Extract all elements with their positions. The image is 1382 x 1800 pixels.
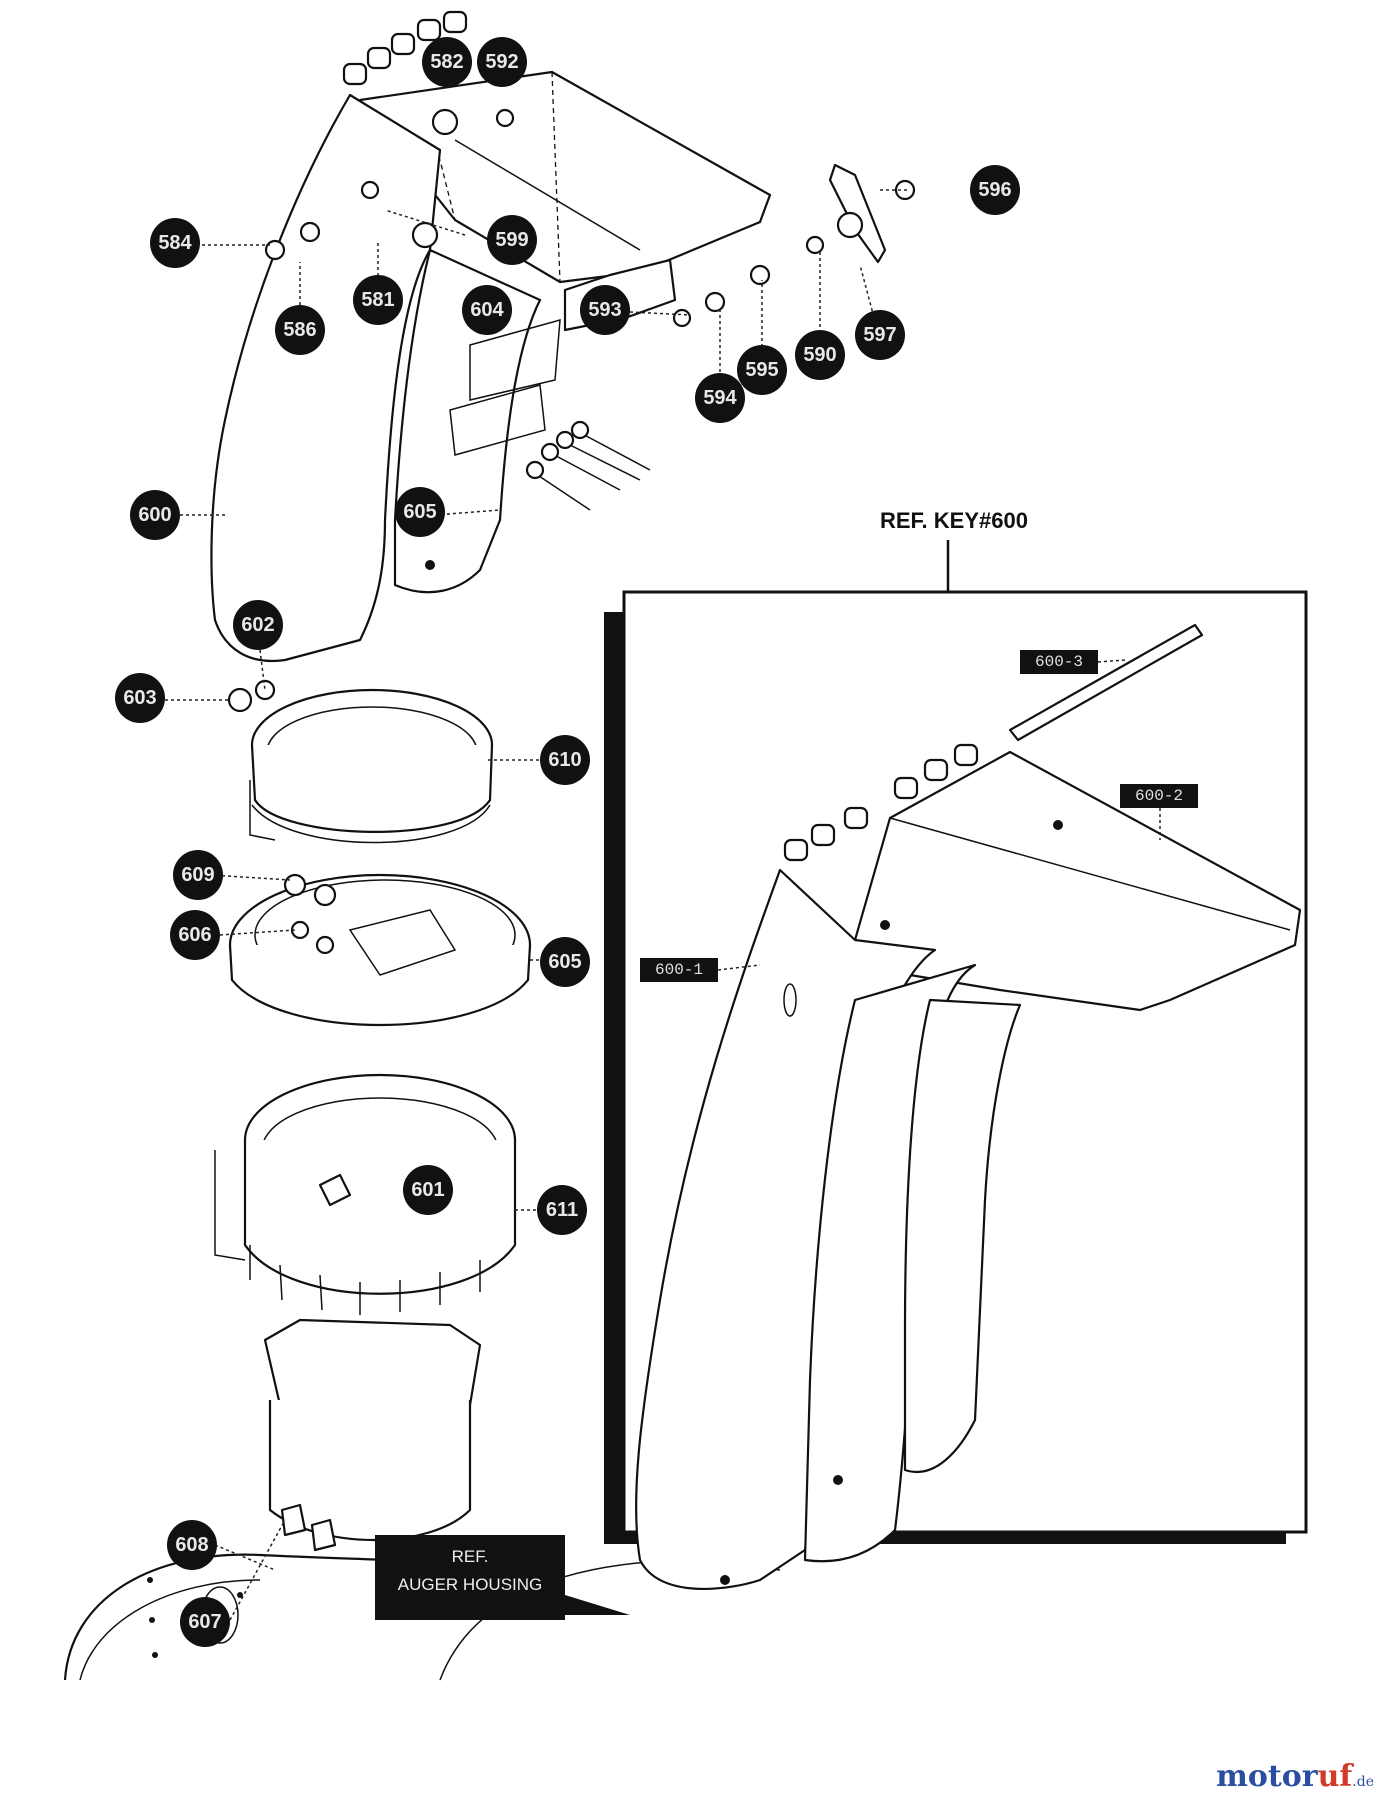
svg-text:604: 604 <box>470 299 504 321</box>
callout-611: 611 <box>537 1185 587 1235</box>
chute-deflector <box>342 10 772 332</box>
callout-596: 596 <box>970 165 1020 215</box>
svg-text:595: 595 <box>745 359 778 381</box>
svg-text:600: 600 <box>138 504 171 526</box>
svg-text:606: 606 <box>178 924 211 946</box>
svg-text:599: 599 <box>495 229 528 251</box>
callout-590: 590 <box>795 330 845 380</box>
callout-600: 600 <box>130 490 180 540</box>
callout-604: 604 <box>462 285 512 335</box>
callout-606: 606 <box>170 910 220 960</box>
svg-text:581: 581 <box>361 289 394 311</box>
tag-600-1: 600-1 <box>640 958 718 982</box>
svg-text:592: 592 <box>485 51 518 73</box>
svg-text:586: 586 <box>283 319 316 341</box>
svg-text:593: 593 <box>588 299 621 321</box>
svg-text:AUGER HOUSING: AUGER HOUSING <box>398 1575 543 1594</box>
hinge-rollers <box>342 10 468 86</box>
callout-599: 599 <box>487 215 537 265</box>
svg-text:594: 594 <box>703 387 737 409</box>
callout-586: 586 <box>275 305 325 355</box>
svg-text:609: 609 <box>181 864 214 886</box>
callout-608: 608 <box>167 1520 217 1570</box>
inset-panel: REF. KEY#600 600-3 600 <box>604 508 1308 1591</box>
svg-text:608: 608 <box>175 1534 208 1556</box>
svg-text:605: 605 <box>548 951 581 973</box>
svg-text:582: 582 <box>430 51 463 73</box>
svg-text:601: 601 <box>411 1179 444 1201</box>
auger-housing-ref: REF. AUGER HOUSING <box>375 1535 630 1620</box>
svg-text:597: 597 <box>863 324 896 346</box>
callout-601: 601 <box>403 1165 453 1215</box>
svg-text:607: 607 <box>188 1611 221 1633</box>
tag-600-3: 600-3 <box>1020 650 1098 674</box>
callout-595: 595 <box>737 345 787 395</box>
callout-592: 592 <box>477 37 527 87</box>
callout-594: 594 <box>695 373 745 423</box>
callout-609: 609 <box>173 850 223 900</box>
callout-610: 610 <box>540 735 590 785</box>
svg-text:600-3: 600-3 <box>1035 653 1083 671</box>
callout-581: 581 <box>353 275 403 325</box>
svg-text:602: 602 <box>241 614 274 636</box>
svg-text:600-2: 600-2 <box>1135 787 1183 805</box>
callout-593: 593 <box>580 285 630 335</box>
svg-text:REF.: REF. <box>452 1547 489 1566</box>
svg-text:611: 611 <box>546 1199 578 1221</box>
svg-text:600-1: 600-1 <box>655 961 703 979</box>
svg-text:603: 603 <box>123 687 156 709</box>
svg-text:610: 610 <box>548 749 581 771</box>
svg-text:584: 584 <box>158 232 192 254</box>
callout-603: 603 <box>115 673 165 723</box>
ring-605 <box>228 873 532 1026</box>
tag-600-2: 600-2 <box>1120 784 1198 808</box>
callout-582: 582 <box>422 37 472 87</box>
pins <box>525 420 651 511</box>
watermark-logo: motoruf.de <box>1216 1759 1374 1794</box>
ring-611 <box>214 1073 517 1315</box>
callout-607: 607 <box>180 1597 230 1647</box>
callout-605-pins: 605 <box>395 487 445 537</box>
svg-text:605: 605 <box>403 501 436 523</box>
ring-610 <box>249 688 494 844</box>
callout-584: 584 <box>150 218 200 268</box>
callout-602: 602 <box>233 600 283 650</box>
ref-key-label: REF. KEY#600 <box>880 508 1028 533</box>
svg-text:596: 596 <box>978 179 1011 201</box>
lower-collar <box>263 1318 482 1606</box>
svg-text:590: 590 <box>803 344 836 366</box>
callout-605-ring: 605 <box>540 937 590 987</box>
callout-597: 597 <box>855 310 905 360</box>
